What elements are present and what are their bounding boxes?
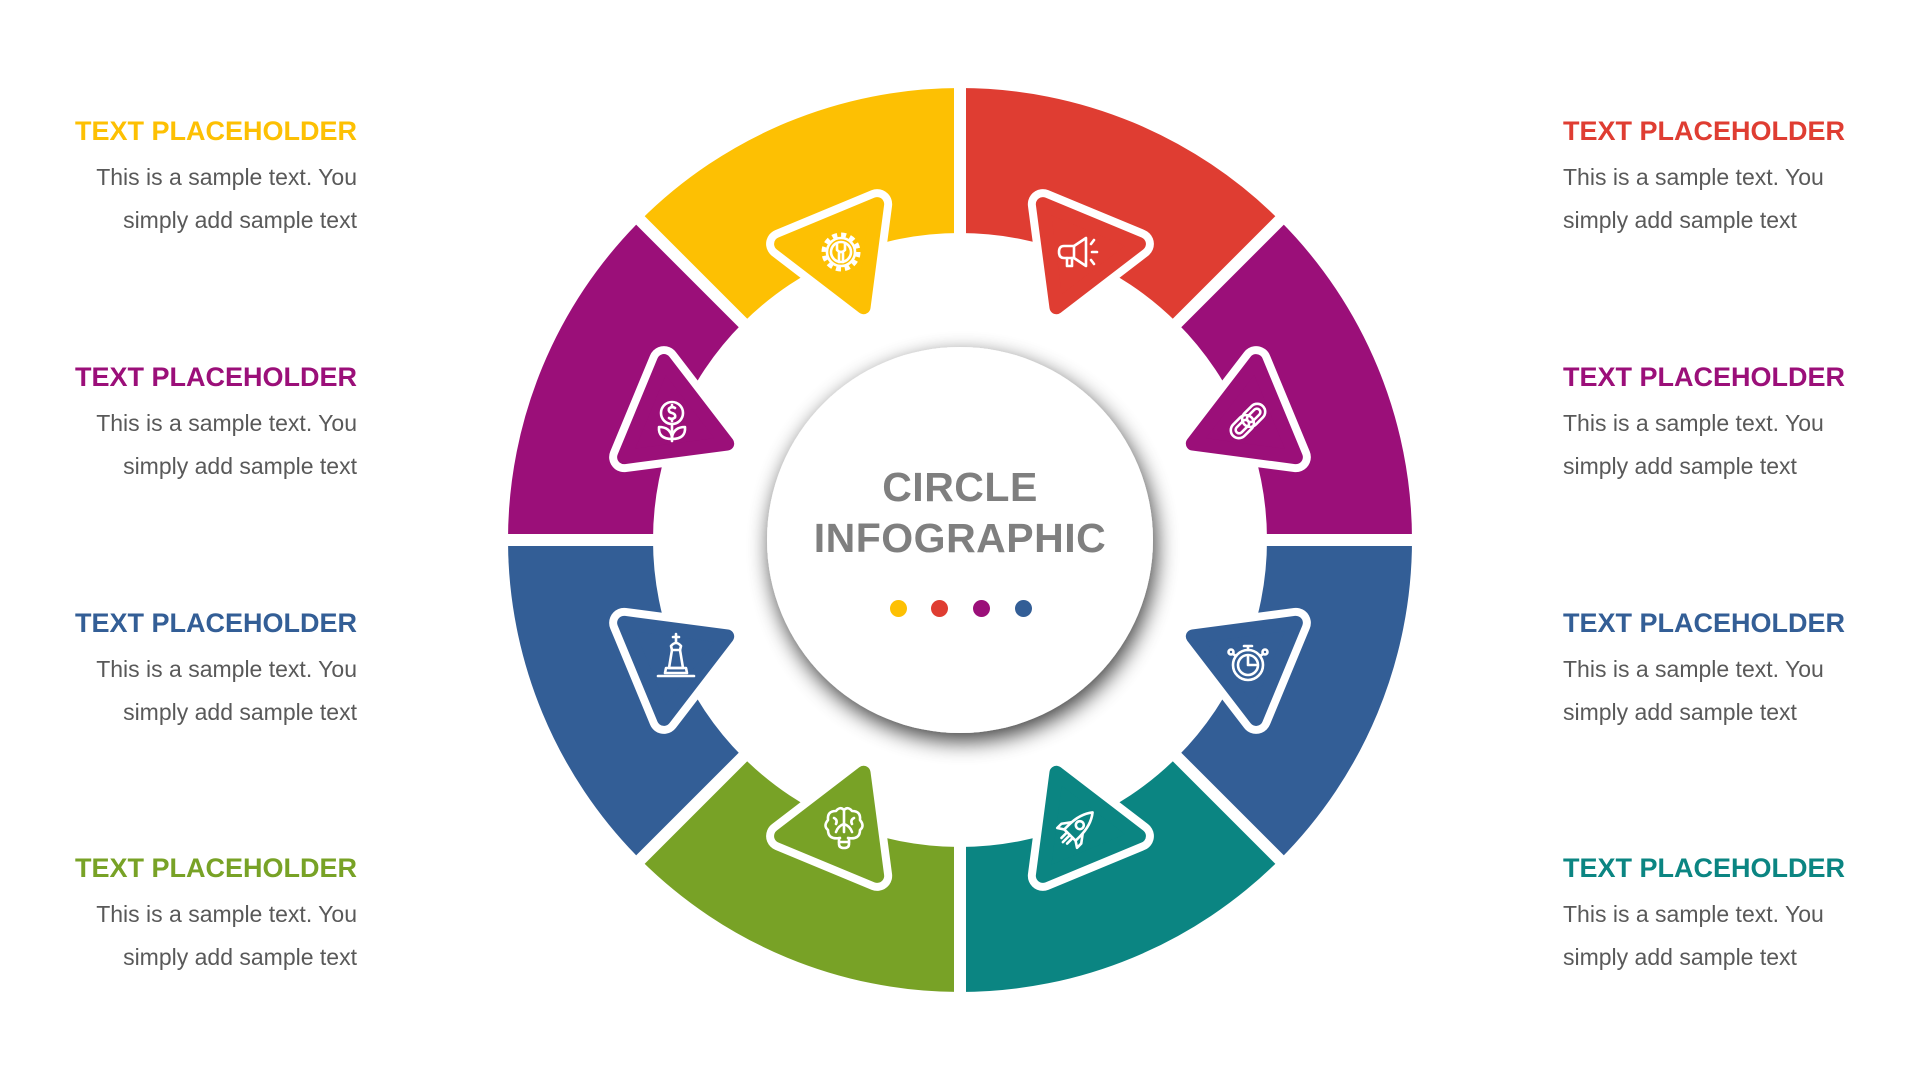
text-body: This is a sample text. You simply add sa… (1563, 156, 1883, 242)
badge-green[interactable] (766, 753, 912, 891)
text-body-line: simply add sample text (1563, 699, 1797, 725)
text-body: This is a sample text. You simply add sa… (1563, 648, 1883, 734)
text-block-left-4: TEXT PLACEHOLDER This is a sample text. … (37, 851, 357, 979)
money-plant-icon (657, 400, 687, 443)
text-body-line: This is a sample text. You (1563, 656, 1824, 682)
rocket-icon (1055, 811, 1094, 850)
text-block-right-3: TEXT PLACEHOLDER This is a sample text. … (1563, 606, 1883, 734)
text-body-line: simply add sample text (1563, 453, 1797, 479)
dot-purple (973, 600, 990, 617)
text-heading: TEXT PLACEHOLDER (74, 608, 357, 638)
text-body-line: This is a sample text. You (1563, 164, 1824, 190)
badge-blue-left[interactable] (609, 588, 747, 734)
color-dots (880, 600, 1040, 618)
chess-king-icon (656, 632, 696, 678)
segment-red[interactable] (960, 88, 1280, 323)
text-body: This is a sample text. You simply add sa… (37, 156, 357, 242)
text-body-line: simply add sample text (123, 453, 357, 479)
dot-blue (1015, 600, 1032, 617)
text-body: This is a sample text. You simply add sa… (1563, 402, 1883, 488)
text-block-right-1: TEXT PLACEHOLDER This is a sample text. … (1563, 114, 1883, 242)
stopwatch-icon (1227, 644, 1269, 682)
text-heading: TEXT PLACEHOLDER (1563, 362, 1846, 392)
text-block-left-1: TEXT PLACEHOLDER This is a sample text. … (37, 114, 357, 242)
text-block-left-2: TEXT PLACEHOLDER This is a sample text. … (37, 360, 357, 488)
center-title: CIRCLE INFOGRAPHIC (767, 462, 1153, 564)
center-title-line2: INFOGRAPHIC (813, 515, 1107, 561)
text-body-line: simply add sample text (123, 207, 357, 233)
text-block-right-2: TEXT PLACEHOLDER This is a sample text. … (1563, 360, 1883, 488)
text-body: This is a sample text. You simply add sa… (37, 893, 357, 979)
text-body: This is a sample text. You simply add sa… (37, 402, 357, 488)
badge-red[interactable] (1008, 189, 1154, 327)
text-body-line: This is a sample text. You (1563, 901, 1824, 927)
text-body: This is a sample text. You simply add sa… (37, 648, 357, 734)
text-heading: TEXT PLACEHOLDER (1563, 116, 1846, 146)
segment-purple-left[interactable] (508, 220, 743, 540)
text-body-line: simply add sample text (123, 699, 357, 725)
text-body-line: simply add sample text (1563, 207, 1797, 233)
text-body-line: This is a sample text. You (96, 901, 357, 927)
badge-icons (656, 232, 1269, 850)
segment-blue-left[interactable] (508, 540, 743, 860)
text-body-line: simply add sample text (1563, 944, 1797, 970)
segment-blue-right[interactable] (1177, 540, 1412, 860)
badge-purple-right[interactable] (1173, 346, 1311, 492)
center-circle (767, 347, 1153, 733)
gear-wrench-icon (821, 232, 861, 272)
text-block-left-3: TEXT PLACEHOLDER This is a sample text. … (37, 606, 357, 734)
text-heading: TEXT PLACEHOLDER (74, 853, 357, 883)
text-body-line: simply add sample text (123, 944, 357, 970)
badge-purple-left[interactable] (609, 346, 747, 492)
badge-blue-right[interactable] (1173, 588, 1311, 734)
dot-yellow (890, 600, 907, 617)
text-block-right-4: TEXT PLACEHOLDER This is a sample text. … (1563, 851, 1883, 979)
text-body-line: This is a sample text. You (96, 164, 357, 190)
link-icon (1229, 402, 1267, 440)
segment-purple-right[interactable] (1177, 220, 1412, 540)
ring (508, 88, 1412, 992)
text-heading: TEXT PLACEHOLDER (74, 116, 357, 146)
segment-teal[interactable] (960, 757, 1280, 992)
dot-red (931, 600, 948, 617)
text-body: This is a sample text. You simply add sa… (1563, 893, 1883, 979)
text-heading: TEXT PLACEHOLDER (1563, 608, 1846, 638)
segment-yellow[interactable] (640, 88, 960, 323)
text-body-line: This is a sample text. You (1563, 410, 1824, 436)
center-title-line1: CIRCLE (882, 464, 1038, 510)
brain-bulb-icon (824, 806, 864, 850)
badge-teal[interactable] (1008, 753, 1154, 891)
megaphone-icon (1057, 236, 1099, 268)
text-body-line: This is a sample text. You (96, 410, 357, 436)
text-heading: TEXT PLACEHOLDER (1563, 853, 1846, 883)
triangle-badges (609, 189, 1311, 891)
segment-green[interactable] (640, 757, 960, 992)
text-heading: TEXT PLACEHOLDER (74, 362, 357, 392)
text-body-line: This is a sample text. You (96, 656, 357, 682)
